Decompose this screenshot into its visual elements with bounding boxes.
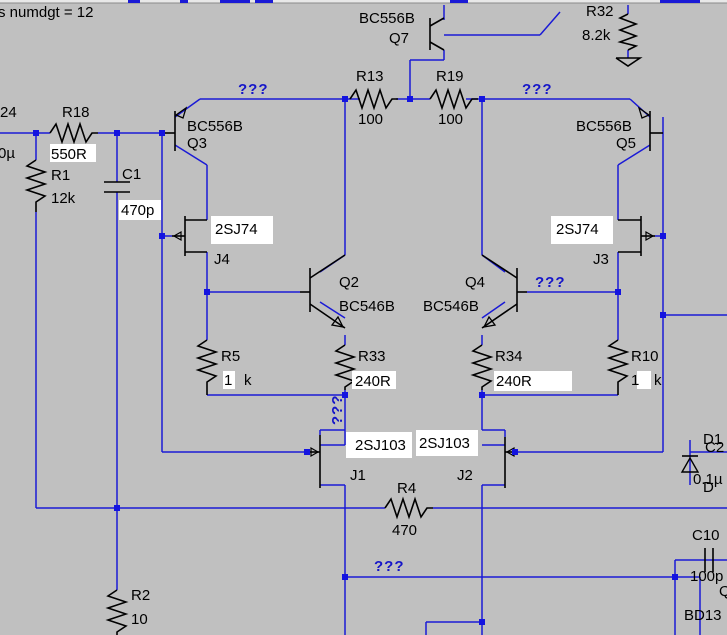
label-backgrounds bbox=[50, 144, 651, 458]
r18-value-label: 550R bbox=[51, 146, 87, 163]
j2-model-label: 2SJ103 bbox=[419, 435, 470, 452]
q7-name-label: Q7 bbox=[389, 30, 409, 47]
q7-model-label: BC556B bbox=[359, 10, 415, 27]
j1-model-label: 2SJ103 bbox=[355, 437, 406, 454]
q2-transistor bbox=[300, 254, 346, 329]
q5-name-label: Q5 bbox=[616, 135, 636, 152]
r19-value-label: 100 bbox=[438, 111, 463, 128]
r2-value-label: 10 bbox=[131, 611, 148, 628]
bd-fragment-label: BD13 bbox=[684, 607, 722, 624]
r2-resistor bbox=[105, 589, 129, 635]
j2-name-label: J2 bbox=[457, 467, 473, 484]
c10-value-label: 100p bbox=[690, 568, 723, 585]
j2-jfet bbox=[504, 437, 517, 488]
c1-value-label: 470p bbox=[121, 202, 154, 219]
c10-name-label: C10 bbox=[692, 527, 720, 544]
c2-name-label: C2 bbox=[705, 439, 724, 456]
q4-transistor bbox=[481, 254, 527, 329]
r34-value-label: 240R bbox=[496, 373, 532, 390]
r5-value-b: k bbox=[244, 372, 252, 389]
q2-name-label: Q2 bbox=[339, 274, 359, 291]
q5-transistor bbox=[637, 106, 663, 151]
j3-jfet bbox=[618, 216, 655, 256]
q3-name-label: Q3 bbox=[187, 135, 207, 152]
r1-name-label: R1 bbox=[51, 167, 70, 184]
q3-model-label: BC556B bbox=[187, 118, 243, 135]
c2-value-label: 0.1µ bbox=[693, 471, 723, 488]
j1-jfet bbox=[307, 435, 321, 488]
wires bbox=[0, 5, 727, 635]
r5-name-label: R5 bbox=[221, 348, 240, 365]
r4-resistor bbox=[384, 496, 433, 520]
net-label-top-left: ??? bbox=[238, 81, 269, 98]
r34-name-label: R34 bbox=[495, 348, 523, 365]
r10-resistor bbox=[606, 339, 630, 395]
q7-transistor bbox=[429, 17, 445, 51]
q4-name-label: Q4 bbox=[465, 274, 485, 291]
r10-name-label: R10 bbox=[631, 348, 659, 365]
q4-model-label: BC546B bbox=[423, 298, 479, 315]
r13-value-label: 100 bbox=[358, 111, 383, 128]
r33-value-label: 240R bbox=[355, 373, 391, 390]
r4-value-label: 470 bbox=[392, 522, 417, 539]
r18-resistor bbox=[49, 121, 98, 145]
c1-capacitor bbox=[104, 181, 130, 193]
r34-resistor bbox=[470, 344, 494, 390]
j3-name-label: J3 bbox=[593, 251, 609, 268]
r10-value-b: k bbox=[654, 372, 662, 389]
r18-name-label: R18 bbox=[62, 104, 90, 121]
directive-fragment: s numdgt = 12 bbox=[0, 4, 93, 21]
q-fragment-label: Q bbox=[719, 583, 727, 600]
r32-resistor bbox=[615, 13, 643, 67]
c10-capacitor bbox=[704, 548, 714, 572]
r1-resistor bbox=[24, 159, 48, 212]
d-fragment-label: D bbox=[703, 479, 714, 496]
j4-model-label: 2SJ74 bbox=[215, 221, 258, 238]
r19-resistor bbox=[429, 87, 478, 111]
net-label-bottom: ??? bbox=[374, 558, 405, 575]
r5-resistor bbox=[195, 339, 219, 395]
q5-model-label: BC556B bbox=[576, 118, 632, 135]
r5-value-a: 1 bbox=[224, 372, 232, 389]
j3-model-label: 2SJ74 bbox=[556, 221, 599, 238]
r32-value-label: 8.2k bbox=[582, 27, 611, 44]
d1-diode bbox=[680, 455, 700, 473]
component-labels: BC556B Q7 R32 8.2k R13 100 R19 100 ??? ?… bbox=[0, 3, 727, 628]
r4-name-label: R4 bbox=[397, 480, 416, 497]
r32-name-label: R32 bbox=[586, 3, 614, 20]
j4-name-label: J4 bbox=[214, 251, 230, 268]
r13-name-label: R13 bbox=[356, 68, 384, 85]
r33-name-label: R33 bbox=[358, 348, 386, 365]
j1-name-label: J1 bbox=[350, 467, 366, 484]
r19-name-label: R19 bbox=[436, 68, 464, 85]
header-strip: s numdgt = 12 bbox=[0, 0, 727, 21]
net-label-j1-drain: ??? bbox=[329, 395, 346, 426]
left-value-fragment: 0µ bbox=[0, 145, 15, 162]
q3-transistor bbox=[162, 106, 188, 151]
r2-name-label: R2 bbox=[131, 587, 150, 604]
j4-jfet bbox=[172, 216, 207, 256]
r33-resistor bbox=[333, 344, 357, 390]
junction-nodes bbox=[33, 96, 678, 625]
c1-name-label: C1 bbox=[122, 166, 141, 183]
d1-name-label: D1 bbox=[703, 431, 722, 448]
net-label-top-right: ??? bbox=[522, 81, 553, 98]
net-label-q4-base: ??? bbox=[535, 274, 566, 291]
r13-resistor bbox=[349, 87, 398, 111]
r10-value-a: 1 bbox=[631, 372, 639, 389]
left-net-fragment: 24 bbox=[0, 104, 17, 121]
q2-model-label: BC546B bbox=[339, 298, 395, 315]
r1-value-label: 12k bbox=[51, 190, 76, 207]
